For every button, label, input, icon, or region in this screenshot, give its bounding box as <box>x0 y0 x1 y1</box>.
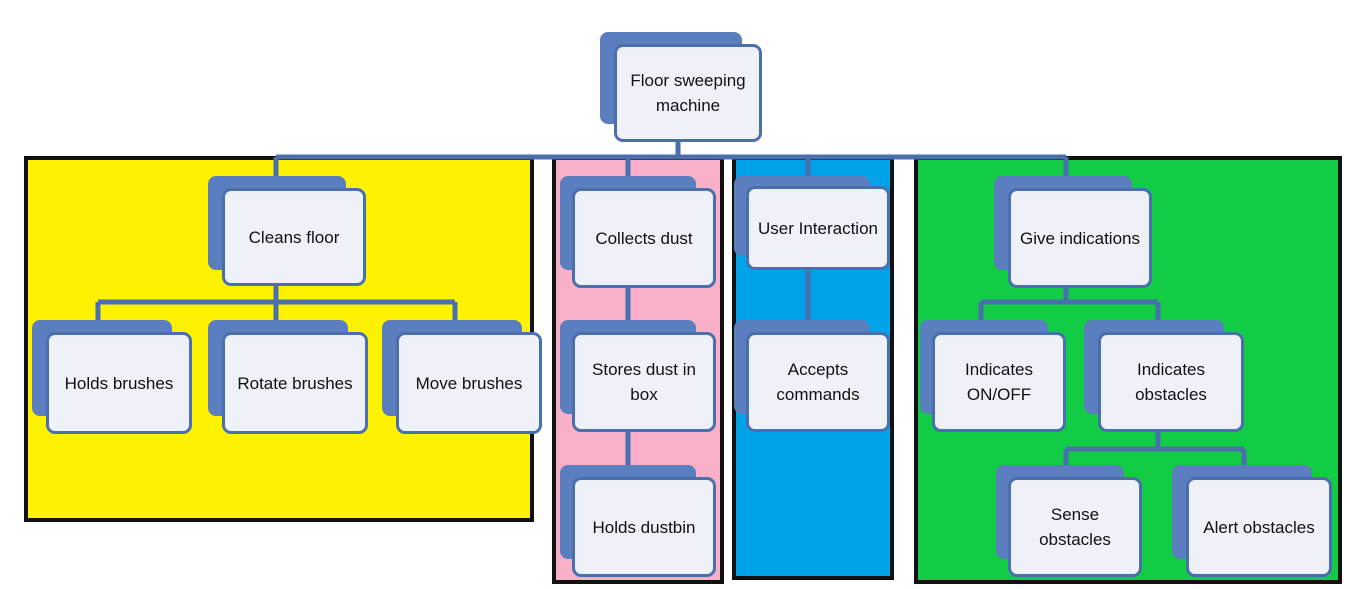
alert-obstacles-node: Alert obstacles <box>1172 465 1332 577</box>
cleans-floor-node: Cleans floor <box>208 176 366 286</box>
indicates-onoff-label: Indicates ON/OFF <box>932 332 1066 432</box>
collects-dust-label: Collects dust <box>572 188 716 288</box>
root-node: Floor sweeping machine <box>600 32 762 142</box>
give-indications-label: Give indications <box>1008 188 1152 288</box>
holds-dustbin-label: Holds dustbin <box>572 477 716 577</box>
user-interaction-node: User Interaction <box>734 176 890 270</box>
sense-obstacles-node: Sense obstacles <box>996 465 1142 577</box>
user-interaction-label: User Interaction <box>746 186 890 270</box>
rotate-brushes-node: Rotate brushes <box>208 320 368 434</box>
accepts-commands-label: Accepts commands <box>746 332 890 432</box>
stores-dust-node: Stores dust in box <box>560 320 716 432</box>
stores-dust-label: Stores dust in box <box>572 332 716 432</box>
cleans-floor-label: Cleans floor <box>222 188 366 286</box>
sense-obstacles-label: Sense obstacles <box>1008 477 1142 577</box>
move-brushes-node: Move brushes <box>382 320 542 434</box>
give-indications-node: Give indications <box>994 176 1152 288</box>
indicates-obstacles-label: Indicates obstacles <box>1098 332 1244 432</box>
holds-dustbin-node: Holds dustbin <box>560 465 716 577</box>
holds-brushes-node: Holds brushes <box>32 320 192 434</box>
collects-dust-node: Collects dust <box>560 176 716 288</box>
holds-brushes-label: Holds brushes <box>46 332 192 434</box>
rotate-brushes-label: Rotate brushes <box>222 332 368 434</box>
accepts-commands-node: Accepts commands <box>734 320 890 432</box>
alert-obstacles-label: Alert obstacles <box>1186 477 1332 577</box>
root-node-label: Floor sweeping machine <box>614 44 762 142</box>
indicates-obstacles-node: Indicates obstacles <box>1084 320 1244 432</box>
move-brushes-label: Move brushes <box>396 332 542 434</box>
indicates-onoff-node: Indicates ON/OFF <box>920 320 1066 432</box>
